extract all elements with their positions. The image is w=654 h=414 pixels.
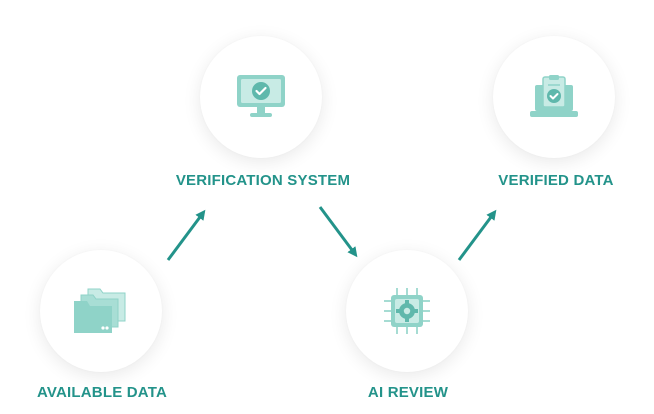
step-available-data (40, 250, 162, 372)
arrow-verification-to-ai-review (318, 206, 358, 258)
ai-chip-gear-icon (384, 288, 430, 334)
arrow-ai-review-to-verified (457, 209, 497, 261)
step-label-ai-review: AI REVIEW (367, 384, 449, 401)
step-verified-data (493, 36, 615, 158)
monitor-check-icon (237, 75, 285, 117)
step-label-verification-system: VERIFICATION SYSTEM (175, 172, 351, 189)
laptop-clipboard-check-icon (530, 75, 578, 117)
step-verification-system (200, 36, 322, 158)
arrow-available-to-verification (166, 209, 206, 261)
folders-icon (74, 288, 126, 333)
step-label-verified-data: VERIFIED DATA (498, 172, 614, 189)
step-label-available-data: AVAILABLE DATA (36, 384, 168, 401)
step-ai-review (346, 250, 468, 372)
